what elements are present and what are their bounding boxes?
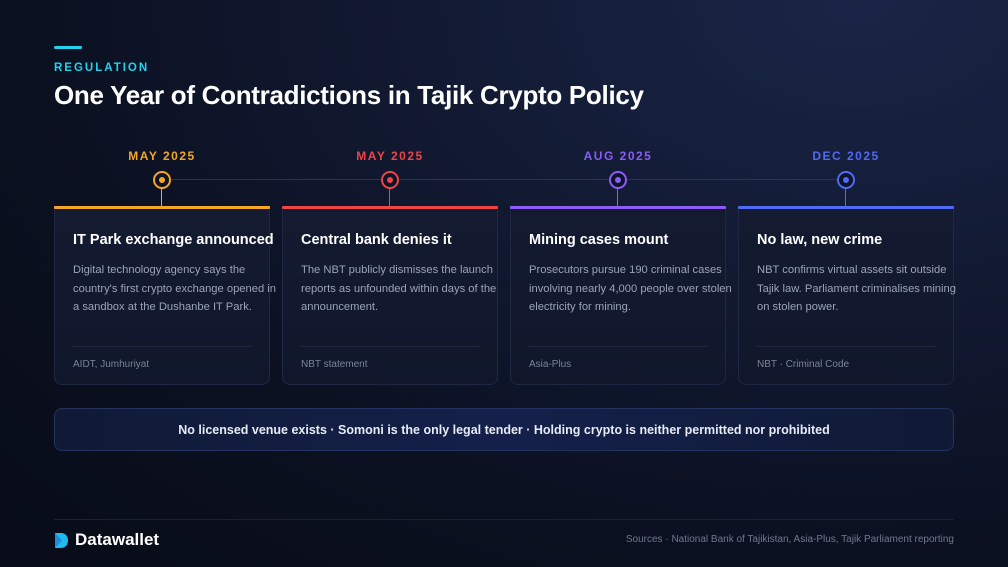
sources-note: Sources · National Bank of Tajikistan, A…: [625, 534, 954, 545]
datawallet-logo-icon: [55, 532, 68, 548]
page-title: One Year of Contradictions in Tajik Cryp…: [54, 80, 644, 110]
timeline-stem: [389, 189, 390, 207]
card-accent-bar: [282, 206, 498, 209]
summary-banner: No licensed venue exists · Somoni is the…: [54, 408, 954, 451]
event-source: NBT statement: [301, 359, 368, 370]
event-source: Asia-Plus: [529, 359, 572, 370]
timeline-event: MAY 2025 Central bank denies it The NBT …: [282, 0, 498, 400]
event-card: Central bank denies it The NBT publicly …: [282, 206, 498, 385]
event-title: Central bank denies it: [301, 232, 452, 248]
card-divider: [301, 346, 479, 347]
summary-banner-text: No licensed venue exists · Somoni is the…: [178, 422, 830, 437]
card-divider: [757, 346, 935, 347]
event-date: MAY 2025: [356, 149, 424, 163]
brand-name: Datawallet: [75, 530, 160, 549]
timeline-marker-icon: [609, 171, 627, 189]
timeline-event: DEC 2025 No law, new crime NBT confirms …: [738, 0, 956, 400]
event-card: No law, new crime NBT confirms virtual a…: [738, 206, 956, 385]
timeline-stem: [617, 189, 618, 207]
event-date: MAY 2025: [128, 149, 196, 163]
timeline-stem: [161, 189, 162, 207]
footer-divider: [54, 519, 954, 520]
brand: Datawallet: [54, 530, 159, 550]
event-description: NBT confirms virtual assets sit outside …: [757, 264, 956, 313]
card-accent-bar: [738, 206, 954, 209]
event-source: NBT · Criminal Code: [757, 359, 850, 370]
card-accent-bar: [54, 206, 270, 209]
timeline-event: MAY 2025 IT Park exchange announced Digi…: [54, 0, 276, 400]
event-description: Prosecutors pursue 190 criminal cases in…: [529, 264, 732, 313]
card-accent-bar: [510, 206, 726, 209]
event-title: No law, new crime: [757, 232, 883, 248]
event-date: AUG 2025: [583, 149, 653, 163]
event-title: IT Park exchange announced: [73, 232, 274, 248]
timeline-event: AUG 2025 Mining cases mount Prosecutors …: [510, 0, 732, 400]
timeline-marker-icon: [837, 171, 855, 189]
card-divider: [73, 346, 251, 347]
event-description: Digital technology agency says the count…: [73, 264, 277, 313]
event-description: The NBT publicly dismisses the launch re…: [301, 264, 497, 313]
event-source: AIDT, Jumhuriyat: [73, 359, 150, 370]
timeline-marker-icon: [153, 171, 171, 189]
event-title: Mining cases mount: [529, 232, 669, 248]
timeline-stem: [845, 189, 846, 207]
timeline-marker-icon: [381, 171, 399, 189]
timeline-line: [161, 179, 847, 180]
card-divider: [529, 346, 707, 347]
event-date: DEC 2025: [812, 149, 880, 163]
section-eyebrow: REGULATION: [54, 62, 150, 74]
event-card: Mining cases mount Prosecutors pursue 19…: [510, 206, 732, 385]
event-card: IT Park exchange announced Digital techn…: [54, 206, 276, 385]
accent-bar: [54, 46, 82, 49]
